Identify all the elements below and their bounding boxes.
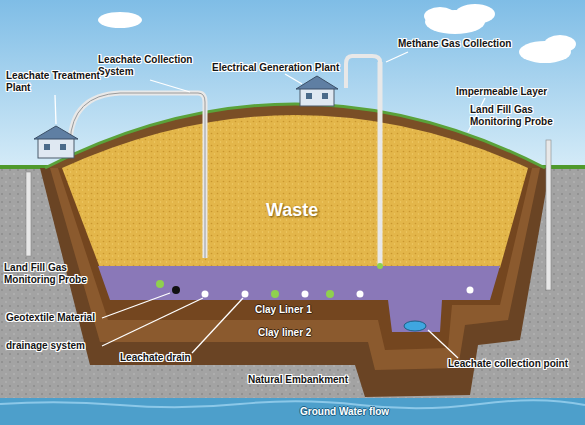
part-label: Electrical Generation Plant (212, 62, 339, 74)
part-label: Leachate drain (120, 352, 191, 364)
water-ripple (0, 400, 585, 408)
part-label: Leachate collection point (448, 358, 568, 370)
part-label: Leachate Collection System (98, 54, 198, 78)
treatment-house (34, 126, 78, 158)
drainage-dots (156, 280, 474, 298)
region-label: Waste (266, 200, 318, 220)
leachate-pipe (70, 93, 205, 258)
leader-lines (55, 52, 485, 358)
part-label: Methane Gas Collection (398, 38, 511, 50)
part-label: Impermeable Layer (456, 86, 547, 98)
collection-point (404, 321, 426, 331)
layer-label: Clay liner 2 (258, 327, 311, 339)
gas-probe-left (26, 172, 31, 256)
layer-label: Natural Embankment (248, 374, 348, 386)
layer-label: Clay Liner 1 (255, 304, 312, 316)
part-label: Land Fill Gas Monitoring Probe (470, 104, 578, 128)
methane-link (346, 56, 380, 88)
leachate-pipe-edge (70, 93, 205, 258)
methane-inlet (377, 263, 383, 269)
waste-mass (62, 115, 528, 268)
layer-label: Ground Water flow (300, 406, 389, 418)
leachate-layer (98, 266, 500, 332)
part-label: drainage system (6, 340, 85, 352)
ground-water (0, 398, 585, 425)
part-label: Leachate Treatment Plant (6, 70, 102, 94)
part-label: Land Fill Gas Monitoring Probe (4, 262, 100, 286)
part-label: Geotextile Material (6, 312, 95, 324)
methane-pipe (378, 62, 383, 266)
generation-house (296, 76, 338, 106)
gas-probe-right (546, 140, 551, 290)
